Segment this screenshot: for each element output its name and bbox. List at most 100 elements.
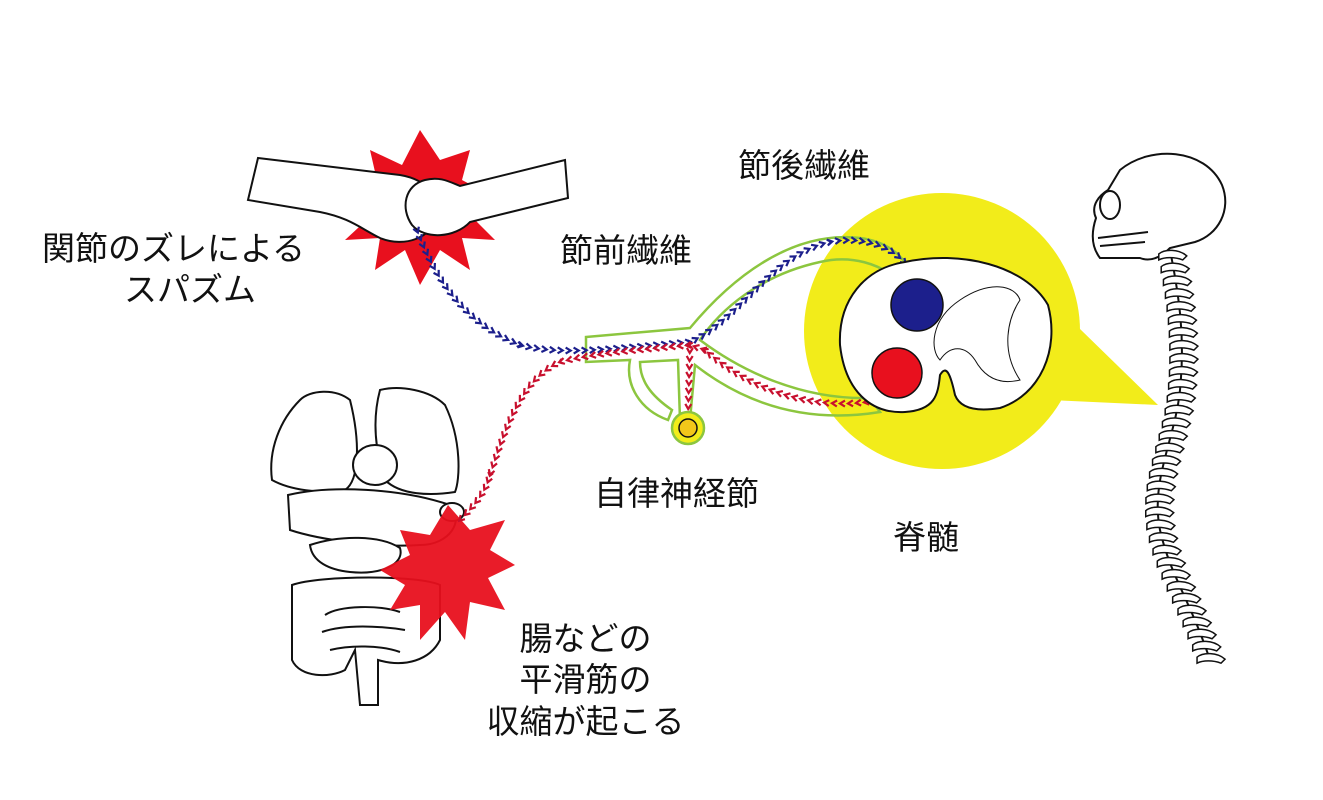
chevron-mark xyxy=(745,378,754,386)
vertebra-icon xyxy=(1151,455,1182,467)
chevron-mark xyxy=(842,236,851,245)
dorsal-horn-icon xyxy=(890,278,944,332)
chevron-mark xyxy=(457,301,465,309)
chevron-mark xyxy=(790,394,799,402)
vertebra-icon xyxy=(1148,467,1179,480)
chevron-mark xyxy=(441,283,449,291)
organs-icon xyxy=(270,387,465,706)
chevron-mark xyxy=(818,240,827,249)
chevron-mark xyxy=(837,399,846,408)
vertebra-icon xyxy=(1145,493,1176,505)
vertebra-icon xyxy=(1167,313,1198,326)
chevron-mark xyxy=(540,345,549,353)
vertebra-icon xyxy=(1146,519,1176,531)
joint-icon xyxy=(246,156,570,243)
chevron-mark xyxy=(550,360,559,368)
chevron-mark xyxy=(501,431,509,439)
chevron-mark xyxy=(668,342,676,351)
vertebra-icon xyxy=(1156,556,1187,569)
chevron-mark xyxy=(418,241,426,250)
chevron-mark xyxy=(524,342,533,351)
chevron-mark xyxy=(474,317,483,325)
vertebra-icon xyxy=(1158,249,1188,262)
chevron-mark xyxy=(429,262,436,271)
chevron-mark xyxy=(732,370,740,378)
chevron-mark xyxy=(873,240,882,248)
chevron-mark xyxy=(636,345,645,354)
chevron-mark xyxy=(504,423,512,432)
chevron-mark xyxy=(821,399,830,407)
chevron-mark xyxy=(684,387,693,396)
chevron-mark xyxy=(853,398,862,407)
chevron-mark xyxy=(628,346,637,355)
chevron-mark xyxy=(488,326,496,334)
chevron-mark xyxy=(760,384,769,392)
chevron-mark xyxy=(683,341,692,349)
vertebra-icon xyxy=(1161,417,1192,429)
chevron-mark xyxy=(412,226,420,235)
chevron-mark xyxy=(498,438,506,447)
chevron-mark xyxy=(698,333,707,340)
chevron-mark xyxy=(858,236,867,245)
vertebra-icon xyxy=(1171,592,1202,605)
vertebra-icon xyxy=(1169,352,1200,365)
autonomic-ganglion-label: 自律神経節 xyxy=(594,474,759,513)
vertebra-icon xyxy=(1191,640,1222,653)
chevron-mark xyxy=(580,352,589,361)
chevron-mark xyxy=(415,233,423,242)
gut-pain-burst-icon xyxy=(380,505,515,640)
chevron-mark xyxy=(711,323,720,331)
vertebra-icon xyxy=(1161,568,1192,581)
chevron-mark xyxy=(706,351,715,359)
chevron-mark xyxy=(588,346,597,355)
vertebrae xyxy=(1144,249,1227,665)
chevron-mark xyxy=(421,248,430,257)
chevron-mark xyxy=(451,295,459,304)
chevron-mark xyxy=(865,238,874,247)
chevron-mark xyxy=(803,247,812,255)
chevron-mark xyxy=(495,330,503,338)
chevron-markers xyxy=(412,226,907,523)
chevron-mark xyxy=(596,345,605,354)
vertebra-icon xyxy=(1158,429,1189,442)
chevron-mark xyxy=(826,238,835,247)
chevron-mark xyxy=(446,289,454,298)
joint-spasm-label-line-2: スパズム xyxy=(124,270,256,310)
chevron-mark xyxy=(492,453,501,462)
chevron-mark xyxy=(685,379,693,388)
chevron-mark xyxy=(620,347,629,355)
postganglionic-fiber-label: 節後繊維 xyxy=(738,146,870,185)
chevron-mark xyxy=(522,388,530,396)
vertebra-icon xyxy=(1162,275,1193,287)
chevron-mark xyxy=(685,371,694,380)
chevron-mark xyxy=(543,364,552,372)
chevron-mark xyxy=(612,347,621,356)
chevron-mark xyxy=(880,243,889,251)
chevron-mark xyxy=(740,296,749,304)
chevron-mark xyxy=(425,255,433,264)
chevron-mark xyxy=(596,349,605,358)
chevron-mark xyxy=(767,387,776,395)
chevron-mark xyxy=(758,279,766,288)
joint-spasm-label-line-1: 関節のズレによる xyxy=(42,229,306,268)
chevron-mark xyxy=(573,346,581,355)
vertebra-icon xyxy=(1164,288,1195,300)
chevron-mark xyxy=(691,336,700,344)
chevron-mark xyxy=(723,313,732,321)
chevron-mark xyxy=(752,285,760,293)
chevron-mark xyxy=(468,503,477,511)
chevron-mark xyxy=(495,446,503,455)
chevron-mark xyxy=(502,334,511,342)
chevron-mark xyxy=(482,483,490,492)
chevron-mark xyxy=(685,347,694,356)
vertebra-icon xyxy=(1166,300,1197,313)
chevron-mark xyxy=(894,252,902,260)
ventral-horn-icon xyxy=(871,347,923,399)
chevron-mark xyxy=(887,247,896,255)
chevron-mark xyxy=(712,356,721,364)
vertebra-icon xyxy=(1144,506,1175,518)
chevron-mark xyxy=(738,374,747,382)
chevron-mark xyxy=(685,363,694,372)
